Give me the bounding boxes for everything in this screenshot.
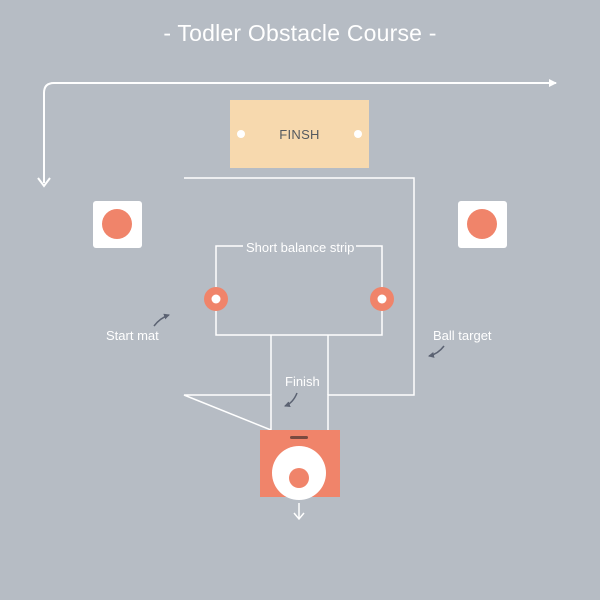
left-ring-marker-icon — [204, 287, 228, 311]
ball-target-curved-arrow-icon — [428, 345, 445, 358]
diagram-title: - Todler Obstacle Course - — [163, 20, 437, 46]
finish-label: Finish — [285, 374, 320, 389]
finish-box-label: FINSH — [279, 126, 320, 142]
balance-strip-outline — [215, 245, 383, 336]
finish-box-right-dot — [354, 130, 362, 138]
start-mat-label: Start mat — [106, 328, 159, 343]
start-mat-curved-arrow-icon — [153, 313, 170, 327]
left-route-arrow-head — [37, 177, 51, 188]
right-ring-marker-icon — [370, 287, 394, 311]
top-route-arrow — [43, 79, 557, 183]
ball-target-label: Ball target — [433, 328, 492, 343]
finish-box-left-dot — [237, 130, 245, 138]
ball-box-icon — [260, 430, 340, 500]
balance-strip-label: Short balance strip — [246, 240, 355, 255]
finish-curved-arrow-icon — [284, 392, 298, 408]
left-target-icon — [93, 201, 142, 248]
exit-arrow-head — [293, 512, 305, 521]
course-outline — [183, 177, 415, 432]
finish-box — [230, 100, 369, 168]
right-target-icon — [458, 201, 507, 248]
